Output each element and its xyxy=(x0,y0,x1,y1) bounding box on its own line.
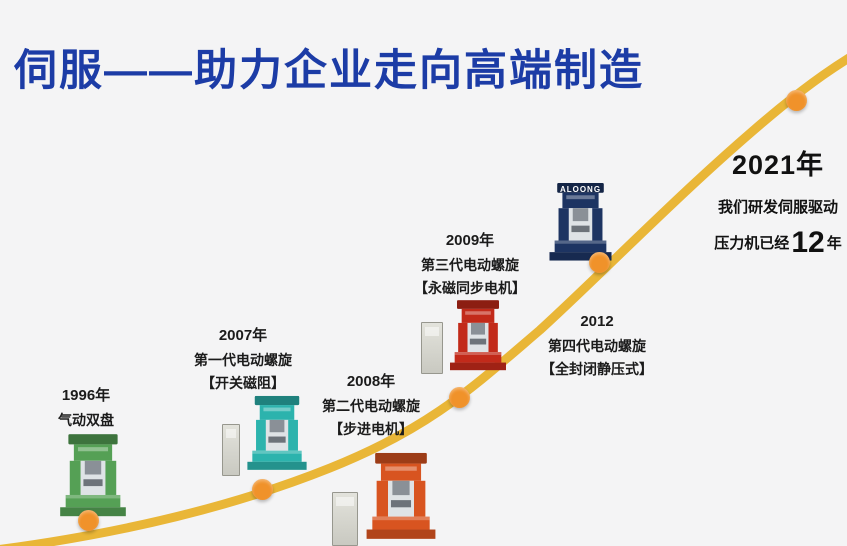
milestone-name: 第二代电动螺旋 xyxy=(322,397,420,414)
milestone-dot-1 xyxy=(78,510,99,531)
finale-year: 2021年 xyxy=(731,150,825,180)
press-brand-label: ALOONG xyxy=(559,185,602,194)
milestone-year: 2009年 xyxy=(445,232,495,249)
page-title: 伺服——助力企业走向高端制造 xyxy=(14,47,644,95)
press-illustration xyxy=(443,292,513,376)
milestone-detail: 【永磁同步电机】 xyxy=(414,279,526,296)
milestone-detail: 【开关磁阻】 xyxy=(201,374,285,391)
finale-line2-suffix: 年 xyxy=(826,235,842,252)
press-machine-2008 xyxy=(358,450,444,546)
finale-years-count: 12 xyxy=(791,226,825,259)
press-machine-2007 xyxy=(240,390,314,476)
press-illustration xyxy=(358,450,444,546)
milestone-2012: 2012 第四代电动螺旋 【全封闭静压式】 xyxy=(522,310,672,381)
milestone-detail: 【全封闭静压式】 xyxy=(541,360,653,377)
control-cabinet xyxy=(222,424,240,476)
milestone-dot-3 xyxy=(449,387,470,408)
press-machine-2009 xyxy=(443,292,513,376)
finale-line1: 我们研发伺服驱动 xyxy=(717,199,838,216)
milestone-year: 2008年 xyxy=(346,373,396,390)
milestone-year: 2007年 xyxy=(218,327,268,344)
control-cabinet xyxy=(332,492,358,546)
milestone-dot-2 xyxy=(252,479,273,500)
milestone-year: 1996年 xyxy=(61,387,111,404)
milestone-name: 第一代电动螺旋 xyxy=(194,351,292,368)
press-illustration xyxy=(240,390,314,476)
press-illustration xyxy=(52,428,134,523)
press-machine-1996 xyxy=(52,428,134,523)
milestone-detail: 【步进电机】 xyxy=(329,420,413,437)
milestone-name: 气动双盘 xyxy=(58,411,114,428)
press-machine-2012 xyxy=(537,183,624,267)
control-cabinet xyxy=(421,322,443,374)
milestone-1996: 1996年 气动双盘 xyxy=(26,384,146,432)
milestone-dot-4 xyxy=(589,252,610,273)
milestone-name: 第三代电动螺旋 xyxy=(421,256,519,273)
milestone-name: 第四代电动螺旋 xyxy=(548,337,646,354)
press-illustration xyxy=(537,183,624,267)
milestone-2007: 2007年 第一代电动螺旋 【开关磁阻】 xyxy=(183,324,303,395)
milestone-2009: 2009年 第三代电动螺旋 【永磁同步电机】 xyxy=(395,229,545,300)
milestone-year: 2012 xyxy=(580,313,614,330)
milestone-dot-5 xyxy=(786,90,807,111)
milestone-2008: 2008年 第二代电动螺旋 【步进电机】 xyxy=(311,370,431,441)
finale-line2-prefix: 压力机已经 xyxy=(714,235,790,252)
